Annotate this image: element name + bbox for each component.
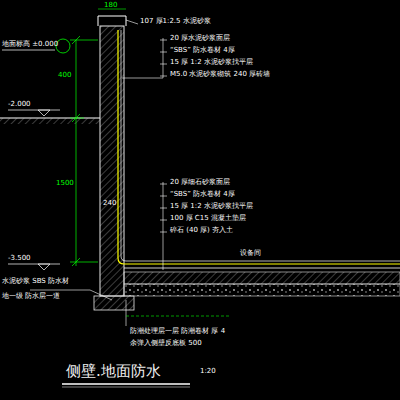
drawing-label: 20 厚水泥砂浆面层 [170, 35, 230, 43]
ground-hatch [0, 118, 100, 124]
gravel-layer [124, 284, 400, 296]
drawing-label: 设备间 [240, 250, 261, 258]
drawing-label: “SBS” 防水卷材 4厚 [170, 191, 235, 199]
drawing-label: 余弹入侧壁反底板 500 [130, 340, 202, 348]
wall-footing [94, 296, 134, 310]
drawing-label: 15 厚 1:2 水泥砂浆找平层 [170, 203, 253, 211]
drawing-label: 1:20 [200, 368, 216, 376]
title-underline [62, 383, 190, 385]
drawing-label: 地一级 防水层一道 [2, 293, 60, 301]
drawing-label: 防潮处理层一层 防潮卷材 厚 4 [130, 328, 225, 336]
bottom-dimension [126, 316, 230, 317]
dimension-line [76, 40, 77, 266]
drawing-label: 180 [104, 2, 117, 10]
drawing-label: 地面标高 ±0.000 [2, 41, 58, 49]
dimension-ticks [70, 36, 98, 266]
drawing-label: 碎石 (40 厚) 夯入土 [170, 227, 233, 235]
drawing-label: -3.500 [8, 255, 31, 263]
sbs-membrane [118, 30, 400, 264]
drawing-label: “SBS” 防水卷材 4厚 [170, 47, 235, 55]
drawing-label: M5.0 水泥砂浆砌筑 240 厚砖墙 [170, 71, 270, 79]
drawing-label: 15 厚 1:2 水泥砂浆找平层 [170, 59, 253, 67]
drawing-label: 100 厚 C15 混凝土垫层 [170, 215, 246, 223]
drawing-label: 400 [58, 72, 71, 80]
elevation-marks [2, 50, 60, 270]
drawing-label: 水泥砂浆 SBS 防水材 [2, 278, 69, 286]
brick-wall [100, 26, 124, 296]
wall-cap [98, 16, 126, 26]
drawing-label: 1500 [56, 180, 74, 188]
concrete-bed [124, 272, 400, 284]
title-underline-thin [62, 387, 190, 388]
screed-line [124, 268, 400, 269]
drawing-title: 侧壁.地面防水 [66, 362, 161, 381]
drawing-label: 240 [103, 200, 116, 208]
drawing-label: -2.000 [8, 101, 31, 109]
drawing-label: 20 厚细石砂浆面层 [170, 179, 230, 187]
drawing-label: 107 厚1:2.5 水泥砂浆 [140, 18, 211, 26]
